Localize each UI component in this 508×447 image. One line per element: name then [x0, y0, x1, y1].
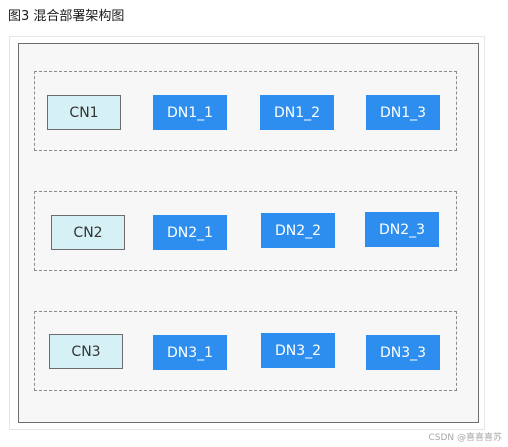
dn-node: DN1_1 [153, 95, 227, 130]
watermark: CSDN @喜喜喜苏 [428, 433, 502, 443]
dn-node: DN3_3 [366, 335, 440, 370]
deployment-group-2 [34, 191, 457, 271]
dn-node: DN2_3 [365, 212, 439, 247]
dn-node: DN3_1 [153, 335, 227, 370]
figure-caption: 图3 混合部署架构图 [8, 9, 125, 24]
cn-node: CN1 [47, 95, 121, 130]
deployment-group-3 [34, 311, 457, 391]
cn-node: CN2 [51, 215, 125, 250]
deployment-group-1 [34, 71, 457, 151]
cn-node: CN3 [49, 334, 123, 369]
dn-node: DN2_2 [261, 213, 335, 248]
dn-node: DN1_2 [260, 95, 334, 130]
dn-node: DN3_2 [261, 333, 335, 368]
dn-node: DN1_3 [366, 95, 440, 130]
dn-node: DN2_1 [153, 215, 227, 250]
